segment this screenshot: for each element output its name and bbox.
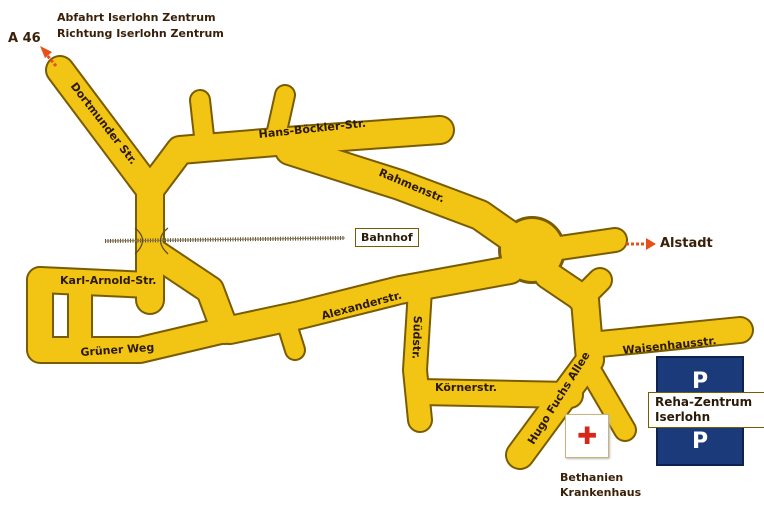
street-label-suedstr: Südstr. — [409, 315, 424, 360]
bahnhof-label: Bahnhof — [355, 228, 419, 247]
motorway-exit-note: Abfahrt Iserlohn Zentrum Richtung Iserlo… — [57, 10, 224, 42]
arrow-a46-icon — [40, 46, 58, 67]
hospital-marker: ✚ — [565, 414, 609, 458]
arrow-altstadt-icon — [626, 238, 656, 250]
hospital-line1: Bethanien — [560, 471, 624, 484]
road-fills — [28, 57, 752, 468]
hospital-line2: Krankenhaus — [560, 486, 642, 499]
hospital-label: Bethanien Krankenhaus — [560, 470, 641, 500]
direction-a46: A 46 — [8, 31, 41, 46]
reha-line2: Iserlohn — [655, 410, 711, 424]
reha-zentrum-label: Reha-Zentrum Iserlohn — [648, 392, 764, 428]
street-label-karl-arnold: Karl-Arnold-Str. — [60, 274, 157, 287]
exit-note-line2: Richtung Iserlohn Zentrum — [57, 27, 224, 40]
direction-altstadt: Alstadt — [660, 236, 713, 251]
red-cross-icon: ✚ — [576, 422, 598, 450]
street-label-koerner: Körnerstr. — [435, 381, 497, 394]
exit-note-line1: Abfahrt Iserlohn Zentrum — [57, 11, 216, 24]
railway-line — [104, 227, 346, 255]
reha-line1: Reha-Zentrum — [655, 395, 753, 409]
